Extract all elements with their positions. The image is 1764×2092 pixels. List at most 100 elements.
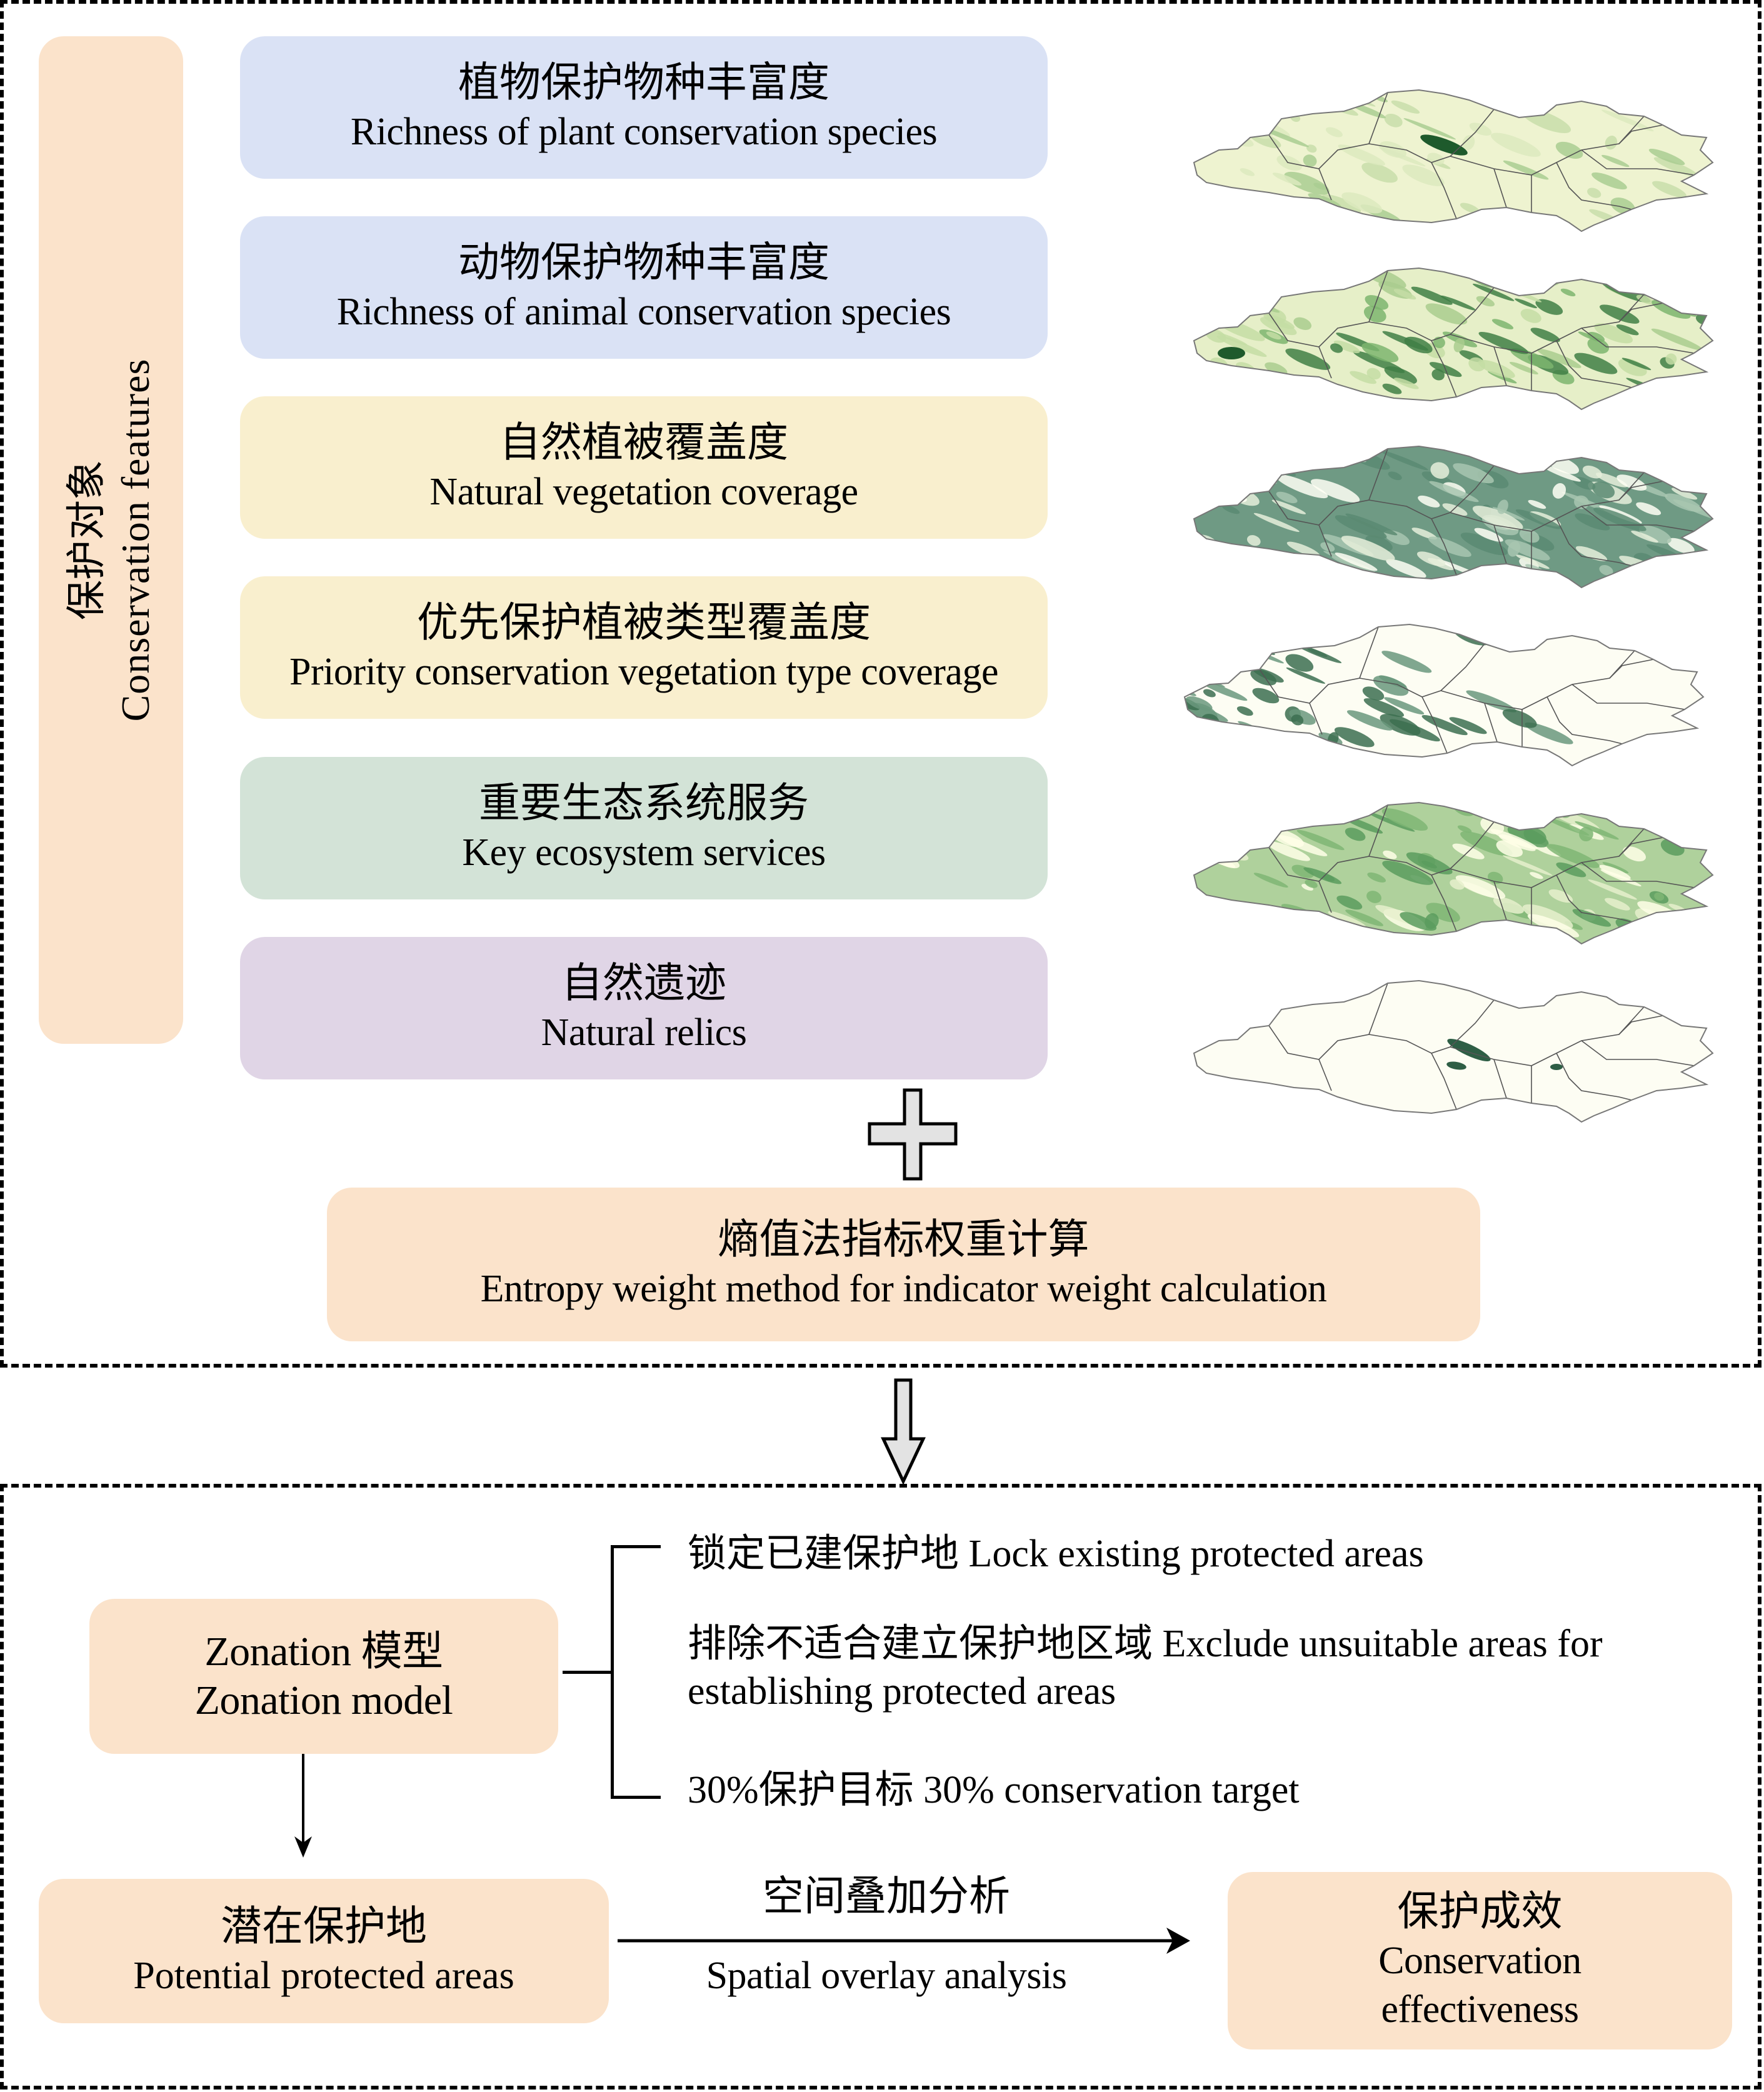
map-patch [1365, 535, 1393, 552]
map-patch [1305, 879, 1318, 888]
map-patch [1668, 815, 1685, 823]
feature-box-ecosystem-services: 重要生态系统服务 Key ecosystem services [240, 757, 1048, 899]
map-patch [1386, 559, 1426, 578]
map-patch [1366, 891, 1381, 903]
map-patch [1232, 193, 1268, 212]
map-patch [1388, 471, 1402, 481]
map-feature-patch [1225, 1008, 1263, 1017]
map-patch [1378, 147, 1426, 167]
map-patch [1579, 826, 1593, 842]
map-patch [1366, 368, 1381, 380]
map-district-boundary [1318, 168, 1332, 201]
map-patch [1680, 921, 1711, 934]
map-district-boundary [1268, 448, 1388, 526]
map-patch [1621, 358, 1651, 371]
map-patch [1285, 654, 1314, 672]
map-patch [1185, 686, 1196, 696]
map-patch [1572, 909, 1611, 927]
map-feature-patch [1194, 1011, 1219, 1021]
map-patch [1223, 379, 1268, 402]
map-patch [1578, 331, 1601, 342]
map-patch [1325, 127, 1343, 138]
map-patch [1472, 506, 1523, 531]
map-patch [1671, 488, 1698, 500]
map-patch [1207, 739, 1225, 755]
map-outline [1193, 445, 1714, 589]
map-patch [1299, 803, 1330, 818]
map-patch [1201, 482, 1219, 491]
map-district-boundary [1318, 881, 1332, 913]
map-patch [1276, 474, 1328, 499]
map-district-boundary [1556, 340, 1632, 388]
feature-box-plant-richness: 植物保护物种丰富度 Richness of plant conservation… [240, 36, 1048, 179]
map-patch [1350, 371, 1376, 384]
map-patch [1588, 879, 1637, 900]
map-patch [1200, 460, 1252, 483]
conservation-features-panel [0, 0, 1761, 1368]
map-patch [1265, 362, 1288, 376]
map-patch [1206, 840, 1249, 861]
map-patch [1560, 288, 1576, 297]
map-district-boundary [1368, 821, 1495, 876]
map-patch [1345, 828, 1366, 841]
map-patch [1303, 154, 1317, 167]
map-patch [1587, 331, 1605, 343]
map-district-boundary [1546, 696, 1623, 744]
map-patch [1503, 855, 1553, 876]
map-patch [1333, 340, 1360, 354]
map-patch [1555, 141, 1583, 159]
map-patch [1427, 153, 1445, 165]
feature-en: Key ecosystem services [462, 831, 826, 874]
map-patch [1189, 628, 1206, 639]
map-patch [1462, 135, 1475, 151]
map-patch [1384, 697, 1425, 715]
map-patch [1194, 803, 1228, 819]
map-patch [1341, 192, 1383, 214]
map-district-boundary [1556, 162, 1632, 210]
map-patch [1296, 829, 1345, 851]
map-district-boundary [1556, 874, 1632, 923]
map-patch [1236, 706, 1253, 716]
map-district-boundary [1618, 837, 1663, 857]
map-patch [1468, 357, 1486, 372]
map-patch [1301, 884, 1313, 891]
map-patch [1240, 168, 1255, 176]
map-patch [1594, 323, 1633, 344]
feature-zh: 自然遗迹 [561, 961, 726, 1006]
map-natural-vegetation [1193, 445, 1714, 589]
map-patch [1394, 378, 1419, 389]
map-patch [1519, 528, 1540, 543]
map-patch [1382, 861, 1433, 885]
potential-en: Potential protected areas [133, 1954, 514, 1997]
map-patch [1391, 100, 1420, 114]
map-patch [1616, 324, 1639, 336]
potential-protected-areas-box: 潜在保护地 Potential protected areas [39, 1879, 609, 2023]
entropy-en: Entropy weight method for indicator weig… [480, 1268, 1327, 1310]
map-district-boundary [1431, 518, 1457, 576]
map-district-boundary [1431, 1053, 1457, 1110]
map-patch [1667, 538, 1695, 554]
map-outline [1193, 801, 1714, 945]
map-patch [1402, 164, 1445, 186]
map-district-boundary [1268, 92, 1388, 169]
feature-zh: 动物保护物种丰富度 [458, 240, 829, 286]
map-patch [1449, 717, 1487, 734]
feature-en: Natural vegetation coverage [429, 471, 858, 513]
map-patch [1185, 648, 1211, 670]
feature-zh: 重要生态系统服务 [479, 781, 809, 826]
map-patch [1601, 154, 1630, 168]
overlay-label-en: Spatial overlay analysis [706, 1954, 1067, 1997]
map-outline [1193, 267, 1714, 411]
map-fill [1194, 446, 1713, 588]
map-patch [1188, 640, 1220, 656]
map-outline [1183, 623, 1705, 767]
map-patch [1211, 191, 1248, 209]
feature-en: Natural relics [541, 1011, 747, 1054]
map-district-boundary [1318, 1059, 1332, 1091]
map-patch [1503, 160, 1549, 180]
map-patch [1426, 903, 1460, 923]
map-patch [1252, 688, 1280, 704]
map-district-boundary [1268, 983, 1388, 1060]
map-patch [1221, 504, 1240, 514]
map-patch [1587, 188, 1601, 198]
